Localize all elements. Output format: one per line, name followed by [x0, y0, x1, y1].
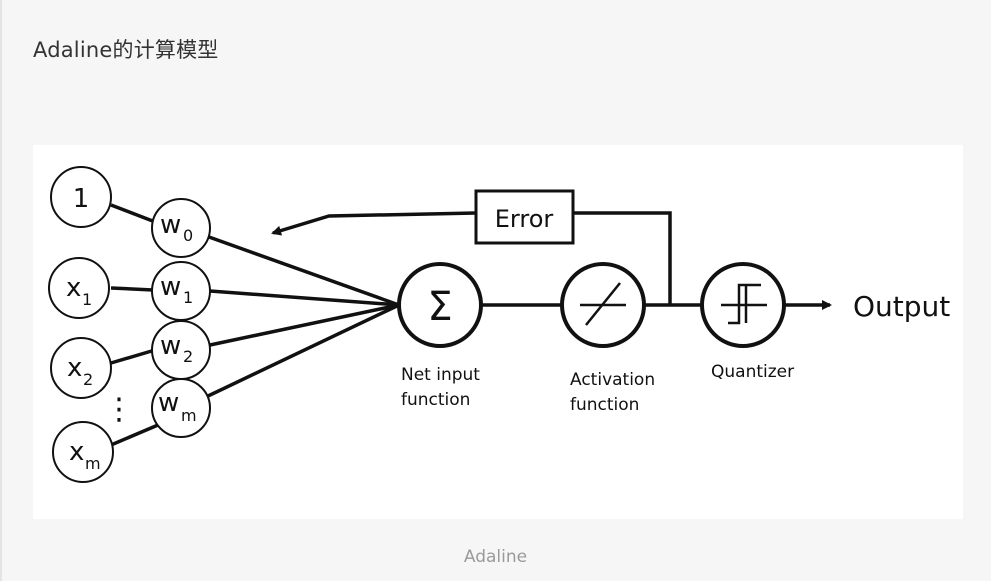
sigma-icon: Σ — [427, 284, 452, 330]
error-box: Error — [474, 189, 575, 245]
error-label: Error — [495, 205, 554, 233]
weight-node-w0-subscript: 0 — [183, 226, 193, 245]
weight-node-w2-label: w — [160, 331, 181, 361]
quantizer-label: Quantizer — [711, 362, 794, 382]
error-feedback-left — [271, 211, 477, 236]
linear-activation-icon — [580, 282, 626, 326]
net-input-node: Σ — [397, 262, 483, 348]
connector-weight-m — [207, 303, 400, 398]
input-node-xm: x m — [52, 421, 114, 483]
input-node-bias-label: 1 — [73, 184, 90, 214]
weight-node-w1-label: w — [160, 272, 181, 302]
net-input-label-line2: function — [401, 390, 470, 410]
weight-node-w1-subscript: 1 — [183, 288, 193, 307]
activation-label-line1: Activation — [570, 370, 655, 390]
input-node-x1: x 1 — [48, 257, 110, 319]
weight-node-w2-subscript: 2 — [183, 347, 193, 366]
weight-node-wm: w m — [151, 378, 211, 438]
weight-node-w2: w 2 — [151, 320, 211, 380]
weight-node-w0-label: w — [160, 210, 181, 240]
connector-weight-0 — [208, 235, 400, 307]
adaline-diagram: 1 x 1 x 2 x m ⋮ w 0 w 1 — [33, 145, 963, 519]
input-node-bias: 1 — [50, 166, 112, 228]
page-title: Adaline的计算模型 — [33, 38, 219, 62]
input-node-x2: x 2 — [50, 337, 112, 399]
input-node-x2-subscript: 2 — [83, 370, 93, 389]
input-node-x1-label: x — [66, 273, 81, 303]
input-node-xm-label: x — [69, 437, 84, 467]
input-node-x1-subscript: 1 — [82, 290, 92, 309]
input-node-xm-subscript: m — [85, 454, 101, 473]
output-label: Output — [853, 290, 950, 323]
step-function-icon — [721, 283, 767, 325]
activation-label-line2: function — [570, 395, 639, 415]
connector-input-m — [110, 423, 159, 447]
weight-node-w1: w 1 — [151, 261, 211, 321]
input-node-x2-label: x — [67, 353, 82, 383]
ellipsis: ⋮ — [104, 392, 134, 427]
connector-input-2 — [110, 348, 156, 365]
weight-node-w0: w 0 — [151, 198, 211, 258]
quantizer-node — [700, 262, 786, 348]
net-input-label-line1: Net input — [401, 365, 480, 385]
activation-node — [560, 262, 646, 348]
weight-node-wm-subscript: m — [181, 406, 197, 425]
connector-weight-2 — [209, 303, 400, 347]
figure-caption: Adaline — [463, 547, 528, 567]
connector-weight-1 — [209, 289, 400, 307]
connector-input-1 — [110, 286, 154, 292]
weight-node-wm-label: w — [158, 388, 179, 418]
left-border — [0, 0, 2, 581]
error-feedback-right — [573, 211, 672, 305]
